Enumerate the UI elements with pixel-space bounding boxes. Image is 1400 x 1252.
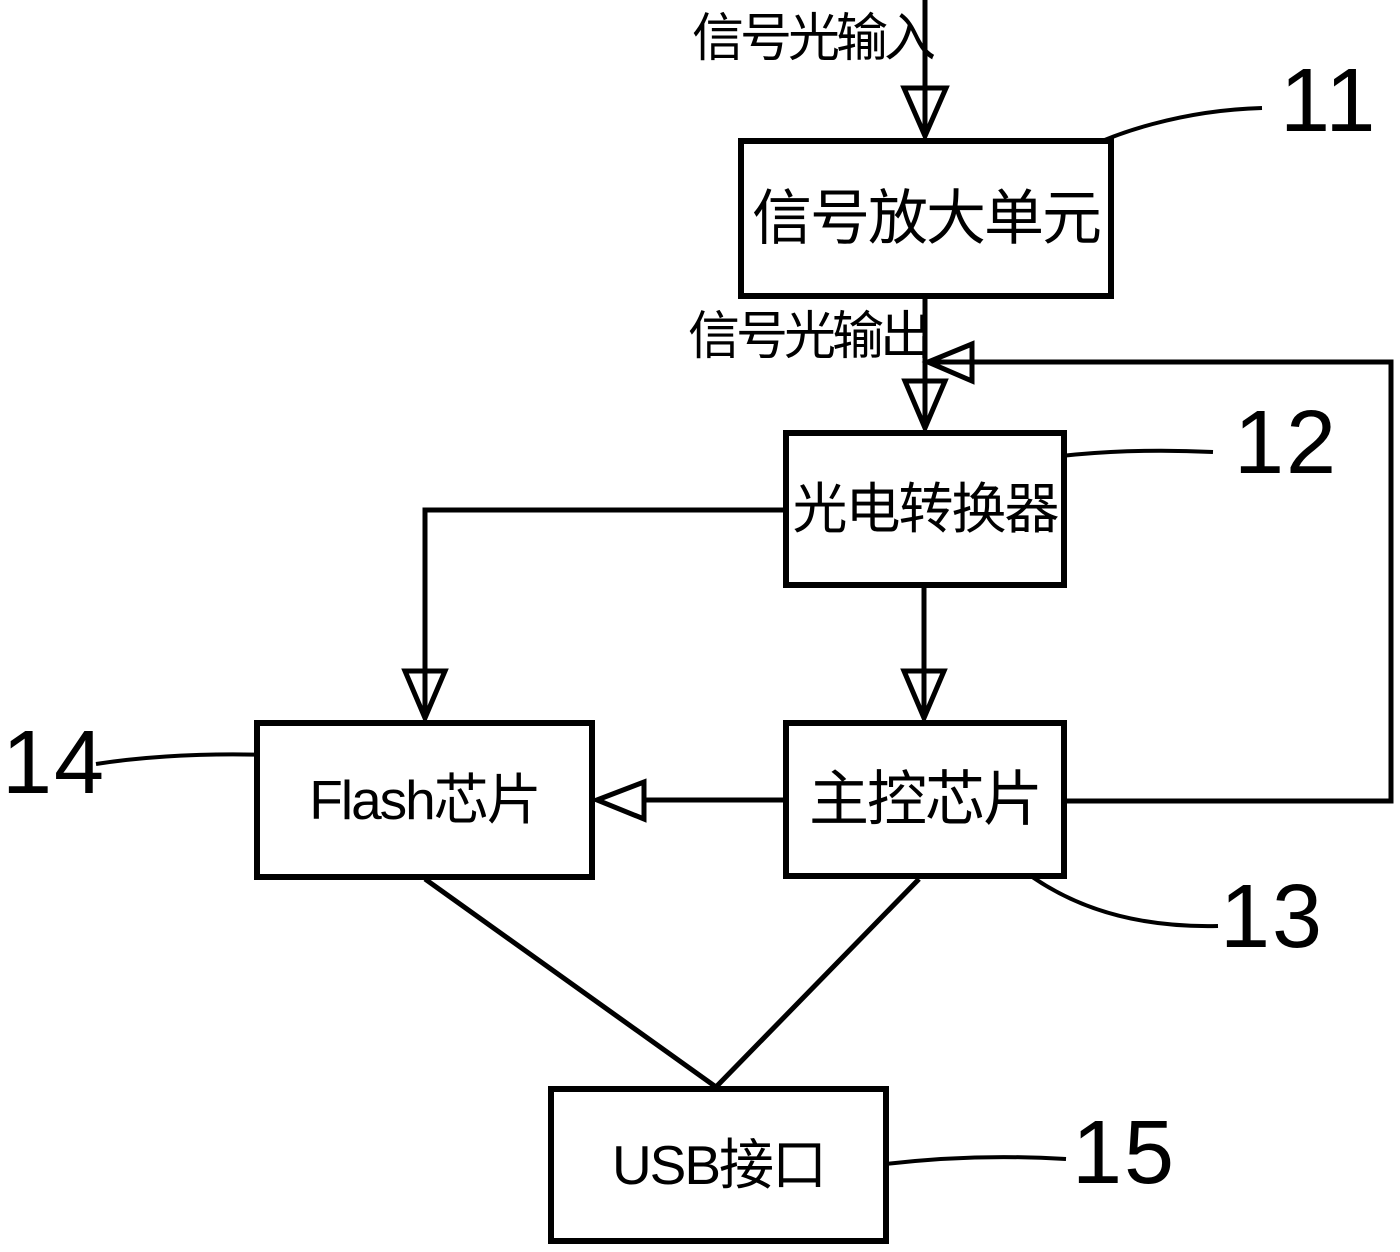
ref-number-15: 15 (1072, 1103, 1177, 1203)
node-photoelectric-converter-label: 光电转换器 (792, 477, 1059, 540)
connector-converter-to-flash (422, 507, 783, 718)
ref-number-13: 13 (1220, 867, 1325, 967)
arrowhead-into-converter-icon (901, 378, 949, 435)
signal-input-label: 信号光输入 (692, 10, 936, 68)
arrowhead-into-flash-top-icon (401, 668, 449, 725)
connector-feedback-loop (930, 359, 1394, 804)
arrowhead-feedback-icon (921, 340, 975, 385)
node-usb-interface: USB接口 (548, 1086, 889, 1244)
ref-number-14: 14 (2, 713, 107, 813)
connector-flash-to-usb (423, 876, 718, 1090)
arrowhead-into-flash-right-icon (590, 778, 647, 823)
connector-controller-to-usb (714, 877, 921, 1089)
ref-number-12: 12 (1234, 393, 1339, 493)
arrowhead-into-controller-icon (900, 668, 948, 725)
node-signal-amplifier: 信号放大单元 (738, 138, 1114, 299)
signal-output-label: 信号光输出 (688, 308, 932, 366)
node-flash-chip-label: Flash芯片 (309, 768, 541, 831)
ref-number-11: 11 (1280, 51, 1378, 151)
arrowhead-into-amplifier-icon (900, 85, 950, 143)
node-usb-interface-label: USB接口 (611, 1133, 827, 1196)
node-photoelectric-converter: 光电转换器 (783, 430, 1067, 588)
node-main-control-chip-label: 主控芯片 (809, 765, 1043, 833)
node-main-control-chip: 主控芯片 (783, 720, 1067, 879)
node-signal-amplifier-label: 信号放大单元 (752, 184, 1102, 252)
node-flash-chip: Flash芯片 (254, 720, 595, 880)
